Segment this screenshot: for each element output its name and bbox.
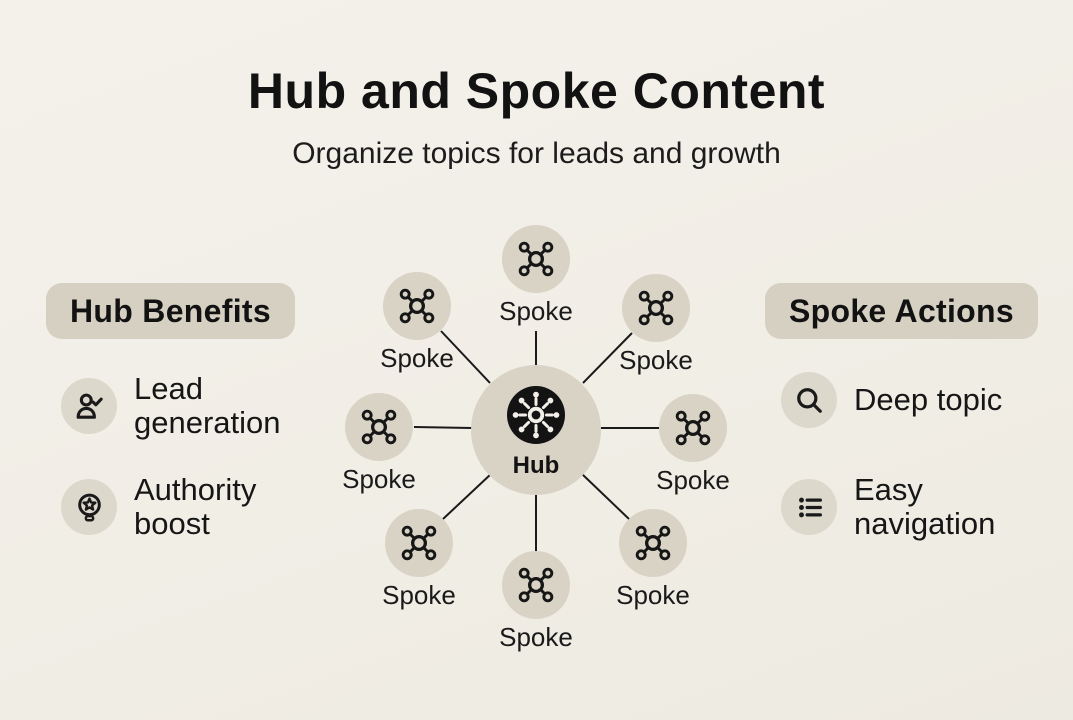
hub-benefit-label: Authority boost [134,472,257,541]
spoke-node-top: Spoke [499,225,573,326]
spoke-action-item: Deep topic [781,372,1002,428]
spoke-actions-heading: Spoke Actions [765,283,1038,339]
hub-benefit-item: Authority boost [61,473,314,541]
connector-line [413,426,473,429]
person-check-icon [61,378,117,434]
search-icon [781,372,837,428]
spoke-node-bottom: Spoke [499,551,573,652]
hub-benefits-heading: Hub Benefits [46,283,295,339]
hub-label: Hub [512,452,560,479]
lightbulb-star-icon [61,479,117,535]
network-node-icon [502,551,570,619]
connector-line [581,473,630,520]
spoke-node-bottom-right: Spoke [616,509,690,610]
spoke-label: Spoke [656,465,730,495]
hub-benefit-label: Lead generation [134,371,281,440]
spoke-label: Spoke [382,580,456,610]
spoke-action-label: Deep topic [854,382,1003,417]
spoke-label: Spoke [499,622,573,652]
spoke-node-right: Spoke [656,394,730,495]
spoke-node-bottom-left: Spoke [382,509,456,610]
network-node-icon [345,393,413,461]
network-node-icon [659,394,727,462]
network-node-icon [622,274,690,342]
connector-line [582,332,633,384]
network-node-icon [383,272,451,340]
spoke-label: Spoke [380,343,454,373]
hub-node: Hub [471,365,601,495]
connector-line [440,330,491,384]
spoke-node-top-right: Spoke [619,274,693,375]
network-node-icon [619,509,687,577]
list-icon [781,479,837,535]
spoke-action-item: Easy navigation [781,473,1034,541]
spoke-node-left: Spoke [342,393,416,494]
spoke-action-label: Easy navigation [854,472,996,541]
connector-line [442,473,492,520]
network-node-icon [502,225,570,293]
hub-network-icon [507,386,565,449]
spoke-node-top-left: Spoke [380,272,454,373]
spoke-label: Spoke [619,345,693,375]
spoke-label: Spoke [616,580,690,610]
spoke-label: Spoke [342,464,416,494]
hub-benefit-item: Lead generation [61,372,314,440]
page-subtitle: Organize topics for leads and growth [292,137,781,170]
spoke-label: Spoke [499,296,573,326]
page-title: Hub and Spoke Content [247,63,826,119]
network-node-icon [385,509,453,577]
